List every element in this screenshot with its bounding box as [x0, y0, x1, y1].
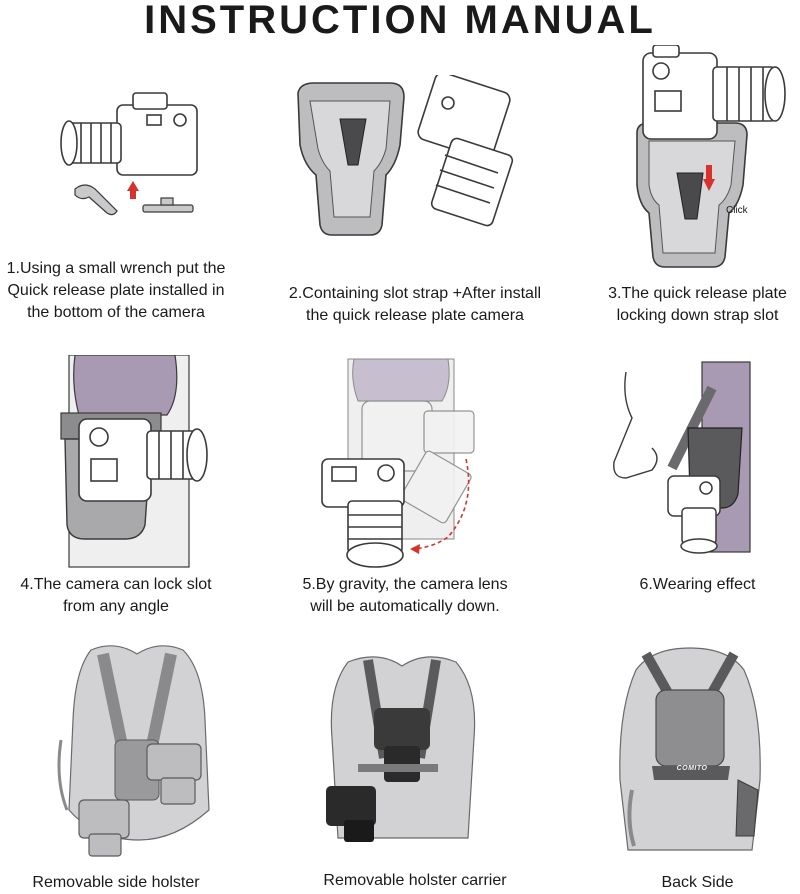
camera-rotating-down-icon	[321, 358, 475, 568]
caption-line: 1.Using a small wrench put the	[6, 260, 226, 277]
vest-back-side-icon	[619, 647, 761, 851]
caption-line: 2.Containing slot strap +After install	[288, 285, 542, 302]
wearing-effect-icon	[613, 361, 751, 554]
step-6-caption: 6.Wearing effect	[595, 574, 800, 596]
step-5-illustration	[318, 355, 488, 575]
step-3-illustration	[625, 45, 795, 270]
step-6-illustration	[612, 358, 767, 558]
caption-line: 3.The quick release plate	[608, 285, 787, 302]
step-4-illustration	[55, 355, 220, 570]
step-1-illustration	[55, 85, 205, 235]
caption-line: Removable side holster	[32, 874, 200, 891]
caption-line: from any angle	[63, 598, 169, 615]
step-1-caption: 1.Using a small wrench put the Quick rel…	[0, 258, 232, 324]
strap-slot-and-camera-icon	[297, 75, 514, 236]
caption-line: 4.The camera can lock slot	[20, 576, 212, 593]
side-holster-vest-icon	[57, 645, 210, 857]
step-3-annotation: Click	[726, 205, 748, 216]
step-4-caption: 4.The camera can lock slot from any angl…	[0, 574, 232, 618]
brand-mark: COMITO	[676, 765, 708, 772]
caption-line: will be automatically down.	[310, 598, 500, 615]
holster-carrier-illustration	[318, 648, 488, 848]
step-2-illustration	[290, 75, 540, 240]
step-2-caption: 2.Containing slot strap +After install t…	[270, 283, 560, 327]
caption-line: Removable holster carrier	[323, 872, 507, 889]
step-5-caption: 5.By gravity, the camera lens will be au…	[285, 574, 525, 618]
camera-with-plate-icon	[60, 92, 198, 216]
caption-line: Quick release plate installed in	[7, 282, 225, 299]
caption-line: 6.Wearing effect	[639, 576, 756, 593]
side-holster-caption: Removable side holster	[0, 872, 232, 894]
holster-carrier-caption: Removable holster carrier	[270, 870, 560, 892]
side-holster-illustration	[55, 640, 220, 862]
page-title: INSTRUCTION MANUAL	[144, 0, 656, 42]
caption-line: locking down strap slot	[616, 307, 779, 324]
back-side-illustration: COMITO	[612, 640, 767, 862]
caption-line: 5.By gravity, the camera lens	[302, 576, 508, 593]
locking-camera-icon	[636, 45, 786, 268]
caption-line: the quick release plate camera	[306, 307, 524, 324]
camera-on-hip-icon	[60, 355, 208, 568]
caption-line: Back Side	[661, 874, 734, 891]
holster-carrier-vest-icon	[326, 656, 476, 842]
back-side-caption: Back Side	[595, 872, 800, 894]
caption-line: the bottom of the camera	[27, 304, 205, 321]
step-3-caption: 3.The quick release plate locking down s…	[595, 283, 800, 327]
